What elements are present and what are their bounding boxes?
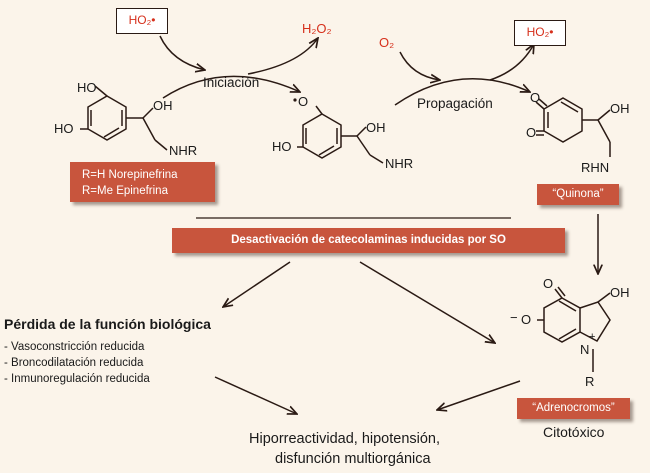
ho2-radical-box-right: HO₂• [514,20,566,46]
adrenochrome-note: Citotóxico [543,424,605,440]
catechol-box-line-1: R=H Norepinefrina [82,169,178,181]
catechol-box-line-2: R=Me Epinefrina [82,185,168,197]
adreno-n: N [580,342,590,357]
o2-consumed-arrow [399,51,440,80]
adreno-oh: OH [610,285,630,300]
semiquinone-ho: HO [272,139,292,154]
semiquinone-ring [302,113,342,159]
outcome-line-2: disfunción multiorgánica [275,451,431,467]
loss-to-outcome-arrow [214,376,297,414]
catechol-ho-top-bond [94,85,108,97]
loss-item-3: - Inmunoregulación reducida [4,373,150,385]
adreno-o-top: O [543,276,554,291]
central-bar: Desactivación de catecolaminas inducidas… [172,228,565,253]
initiation-arrow [162,75,300,99]
semiquinone-o-radical: O [298,94,309,109]
adrenochrome-box: “Adrenocromos” [517,398,630,419]
ho2-consumed-arrow [159,35,205,70]
catecholamine-info-box: R=H Norepinefrina R=Me Epinefrina [70,162,215,202]
initiation-label: Iniciación [203,75,260,90]
catechol-oh: OH [153,98,173,113]
adreno-plus-sign: + [589,331,596,343]
quinone-ring [543,97,583,143]
quinone-oh: OH [610,101,630,116]
to-adrenochrome-arrow [359,261,495,343]
adreno-r: R [585,374,595,389]
adreno-o-minus-sign: − [510,310,518,325]
o2-label: O₂ [379,35,395,50]
adrenochrome-ring [543,297,581,343]
semiquinone-oh: OH [366,120,386,135]
radical-dot [293,98,297,102]
h2o2-release-arrow [247,38,318,75]
loss-title: Pérdida de la función biológica [4,316,211,332]
ho2-release-arrow [489,44,534,81]
quinone-box: “Quinona” [537,184,619,205]
propagation-arrow [394,78,530,106]
loss-item-2: - Broncodilatación reducida [4,357,144,369]
catechol-nhr: NHR [169,143,198,158]
quinone-rhn: RHN [581,160,610,175]
h2o2-label: H₂O₂ [302,21,332,36]
to-loss-arrow [223,261,291,307]
catechol-ring [87,95,127,141]
catechol-ho-bottom: HO [54,121,74,136]
loss-item-1: - Vasoconstricción reducida [4,341,145,353]
semiquinone-nhr: NHR [385,156,414,171]
quinone-o-bottom: O [526,125,537,140]
adreno-to-outcome-arrow [437,380,521,410]
adreno-o-minus: O [521,312,532,327]
propagation-label: Propagación [417,96,493,111]
quinone-o-top: O [530,90,541,105]
catechol-ho-top: HO [77,80,97,95]
ho2-radical-box-left: HO₂• [116,8,168,34]
outcome-line-1: Hiporreactividad, hipotensión, [249,431,441,447]
